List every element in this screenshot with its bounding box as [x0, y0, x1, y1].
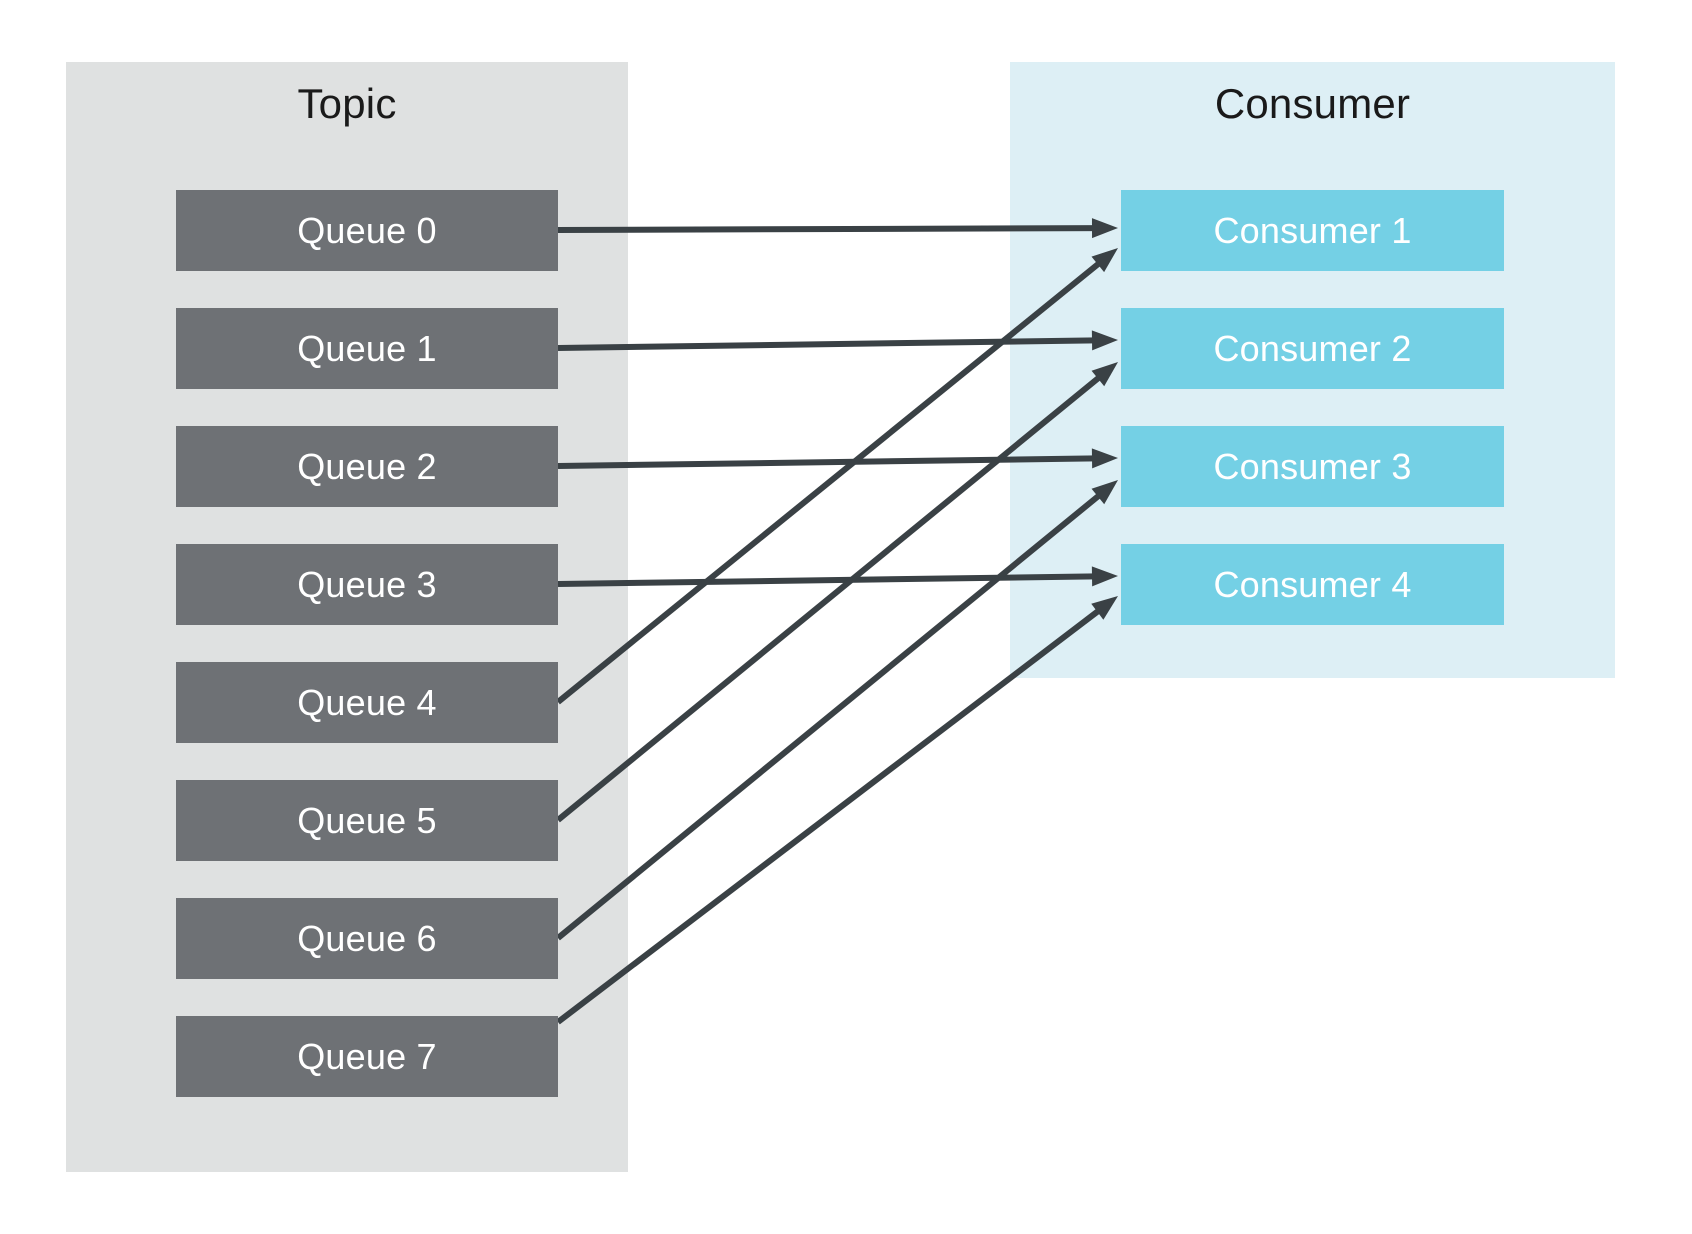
- queue-box-4[interactable]: Queue 4: [176, 662, 558, 743]
- queue-box-2[interactable]: Queue 2: [176, 426, 558, 507]
- queue-box-label: Queue 1: [297, 327, 437, 369]
- queue-box-label: Queue 2: [297, 445, 437, 487]
- queue-box-label: Queue 7: [297, 1035, 437, 1077]
- consumer-box-1[interactable]: Consumer 2: [1121, 308, 1504, 389]
- topic-panel-title: Topic: [297, 80, 397, 127]
- queue-box-5[interactable]: Queue 5: [176, 780, 558, 861]
- queue-box-0[interactable]: Queue 0: [176, 190, 558, 271]
- queue-box-label: Queue 3: [297, 563, 437, 605]
- consumer-panel-title: Consumer: [1214, 80, 1411, 127]
- queue-box-label: Queue 5: [297, 799, 437, 841]
- queue-box-label: Queue 4: [297, 681, 437, 723]
- queue-box-3[interactable]: Queue 3: [176, 544, 558, 625]
- consumer-box-3[interactable]: Consumer 4: [1121, 544, 1504, 625]
- consumer-box-label: Consumer 3: [1213, 445, 1412, 487]
- queue-box-1[interactable]: Queue 1: [176, 308, 558, 389]
- queue-box-label: Queue 0: [297, 209, 437, 251]
- consumer-box-label: Consumer 2: [1213, 327, 1412, 369]
- consumer-box-label: Consumer 1: [1213, 209, 1412, 251]
- queue-box-7[interactable]: Queue 7: [176, 1016, 558, 1097]
- queue-box-6[interactable]: Queue 6: [176, 898, 558, 979]
- consumer-box-label: Consumer 4: [1213, 563, 1412, 605]
- consumer-box-2[interactable]: Consumer 3: [1121, 426, 1504, 507]
- queue-box-label: Queue 6: [297, 917, 437, 959]
- consumer-box-0[interactable]: Consumer 1: [1121, 190, 1504, 271]
